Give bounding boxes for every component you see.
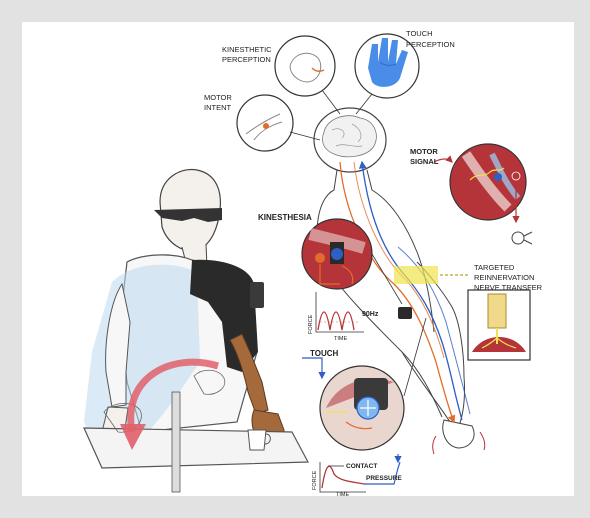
robot-hand-icon	[512, 232, 532, 244]
label-kinesthesia: KINESTHESIA	[258, 213, 312, 222]
label-frequency: 90Hz	[362, 311, 379, 318]
label-kinesthetic-perception-line2: PERCEPTION	[222, 55, 271, 64]
reinnervation-site	[394, 266, 438, 284]
inset-motor-signal	[450, 144, 526, 222]
label-trt-line2: REINNERVATION	[474, 273, 534, 282]
inset-nerve-transfer	[468, 290, 530, 360]
table	[84, 428, 308, 468]
diagram-canvas: KINESTHETIC PERCEPTION TOUCH PERCEPTION …	[22, 22, 574, 496]
robot-hand-icon	[443, 420, 474, 448]
inset-motor-intent	[237, 95, 320, 151]
kinesthesia-force-trace	[316, 292, 364, 332]
label-force-axis-touch: FORCE	[312, 470, 318, 490]
label-contact: CONTACT	[346, 463, 377, 470]
figure-panel: KINESTHETIC PERCEPTION TOUCH PERCEPTION …	[22, 22, 574, 496]
touch-force-trace	[320, 454, 400, 492]
label-trt-line1: TARGETED	[474, 263, 515, 272]
label-motor-signal-line2: SIGNAL	[410, 157, 439, 166]
inset-kinesthetic-perception	[275, 36, 340, 114]
label-motor-intent-line2: INTENT	[204, 103, 232, 112]
label-kinesthetic-perception: KINESTHETIC	[222, 45, 272, 54]
label-force-axis-kinesthesia: FORCE	[308, 314, 314, 334]
label-time-axis-touch: TIME	[336, 492, 349, 496]
inset-kinesthesia	[302, 219, 372, 289]
vibration-motor-icon	[398, 307, 412, 319]
cup-icon	[248, 430, 266, 450]
label-touch: TOUCH	[310, 349, 339, 358]
vibration-motor-icon	[250, 282, 264, 308]
brain-icon	[322, 116, 376, 157]
label-time-axis-kinesthesia: TIME	[334, 336, 347, 342]
label-trt-line3: NERVE TRANSFER	[474, 283, 543, 292]
label-motor-intent: MOTOR	[204, 93, 232, 102]
label-motor-signal: MOTOR	[410, 147, 438, 156]
label-touch-perception-line2: PERCEPTION	[406, 40, 455, 49]
label-touch-perception: TOUCH	[406, 29, 433, 38]
label-pressure: PRESSURE	[366, 475, 402, 482]
inset-touch	[320, 366, 404, 450]
